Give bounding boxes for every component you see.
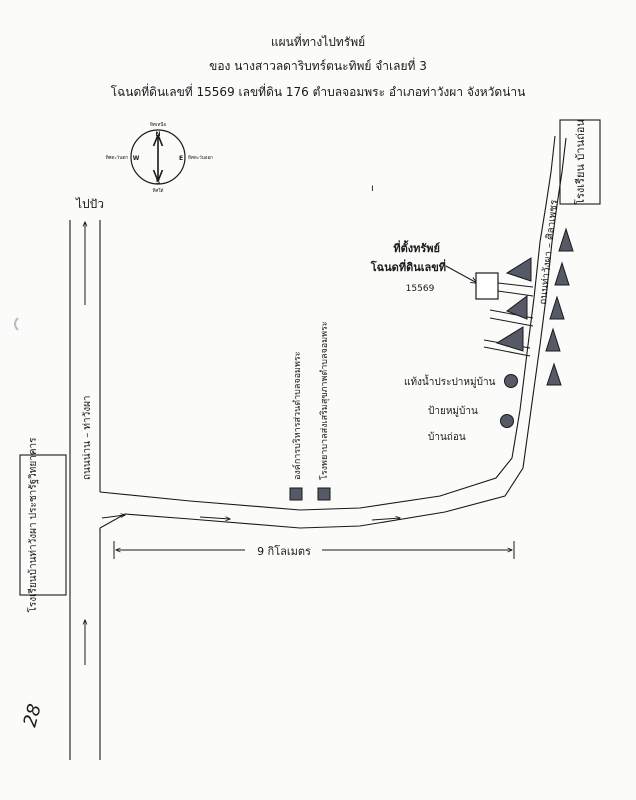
map-title: แผนที่ทางไปทรัพย์ bbox=[270, 35, 366, 49]
map-deed-line: โฉนดที่ดินเลขที่ 15569 เลขที่ดิน 176 ตำบ… bbox=[110, 85, 526, 99]
compass-east-text: ทิศตะวันออก bbox=[188, 155, 213, 161]
village-sign-label: ป้ายหมู่บ้าน bbox=[428, 405, 478, 417]
water-tower-marker: แท้งน้ำประปาหมู่บ้าน bbox=[404, 374, 518, 388]
right-school-box: โรงเรียน บ้านถ่อน bbox=[559, 119, 601, 205]
village-sign-marker: ป้ายหมู่บ้าน บ้านถ่อน bbox=[428, 405, 514, 443]
road-label-nan-thawangpha: ถนนน่าน – ท่าวังผา bbox=[82, 395, 93, 480]
connecting-road-arrows bbox=[101, 515, 400, 520]
hospital-label: โรงพยาบาลส่งเสริมสุขภาพตำบลจอมพระ bbox=[319, 321, 330, 480]
compass-rose: N S E W ทิศเหนือ ทิศใต้ ทิศตะวันออก ทิศต… bbox=[106, 121, 214, 194]
compass-west-letter: W bbox=[133, 155, 140, 162]
distance-dimension bbox=[113, 541, 515, 559]
property-location: ที่ตั้งทรัพย์ โฉนดที่ดินเลขที่ 15569 bbox=[370, 240, 499, 300]
compass-west-text: ทิศตะวันตก bbox=[106, 155, 129, 161]
sao-office-label: องค์การบริหารส่วนตำบลจอมพระ bbox=[291, 351, 303, 480]
compass-north-letter: N bbox=[155, 131, 160, 138]
house-markers-large bbox=[495, 257, 532, 352]
compass-east-letter: E bbox=[179, 155, 183, 162]
water-tower-label: แท้งน้ำประปาหมู่บ้าน bbox=[404, 374, 496, 388]
punch-hole-mark bbox=[14, 317, 19, 331]
compass-north-text: ทิศเหนือ bbox=[150, 121, 166, 128]
sao-office-marker: องค์การบริหารส่วนตำบลจอมพระ bbox=[289, 351, 303, 501]
property-deed-number: 15569 bbox=[406, 284, 435, 294]
right-school-label: โรงเรียน บ้านถ่อน bbox=[573, 119, 587, 205]
compass-south-text: ทิศใต้ bbox=[152, 188, 163, 194]
distance-label: 9 กิโลเมตร bbox=[257, 544, 311, 558]
property-plot-square bbox=[475, 272, 499, 300]
margin-page-number: 28 bbox=[20, 702, 46, 730]
vertical-road bbox=[69, 220, 101, 760]
left-school-box: โรงเรียนบ้านท่าวังผา ประชารัฐวิทยาคาร bbox=[19, 437, 67, 613]
property-title: ที่ตั้งทรัพย์ bbox=[393, 240, 440, 255]
hospital-marker: โรงพยาบาลส่งเสริมสุขภาพตำบลจอมพระ bbox=[317, 321, 331, 501]
to-pua-label: ไปปัว bbox=[75, 197, 104, 211]
compass-south-letter: S bbox=[156, 179, 160, 186]
road-label-thawangpha-silaphet: ถนนท่าวังผา – ศิลาเพชร bbox=[538, 199, 560, 306]
left-school-label: โรงเรียนบ้านท่าวังผา ประชารัฐวิทยาคาร bbox=[26, 437, 39, 613]
map-owner-line: ของ นางสาวลดาริบทร์ตนะทิพย์ จำเลยที่ 3 bbox=[209, 59, 427, 73]
connecting-road bbox=[99, 135, 567, 529]
house-markers-small bbox=[545, 227, 574, 386]
property-deed-label: โฉนดที่ดินเลขที่ bbox=[370, 259, 446, 274]
stray-mark: ı bbox=[371, 183, 374, 194]
village-name-label: บ้านถ่อน bbox=[428, 431, 466, 443]
